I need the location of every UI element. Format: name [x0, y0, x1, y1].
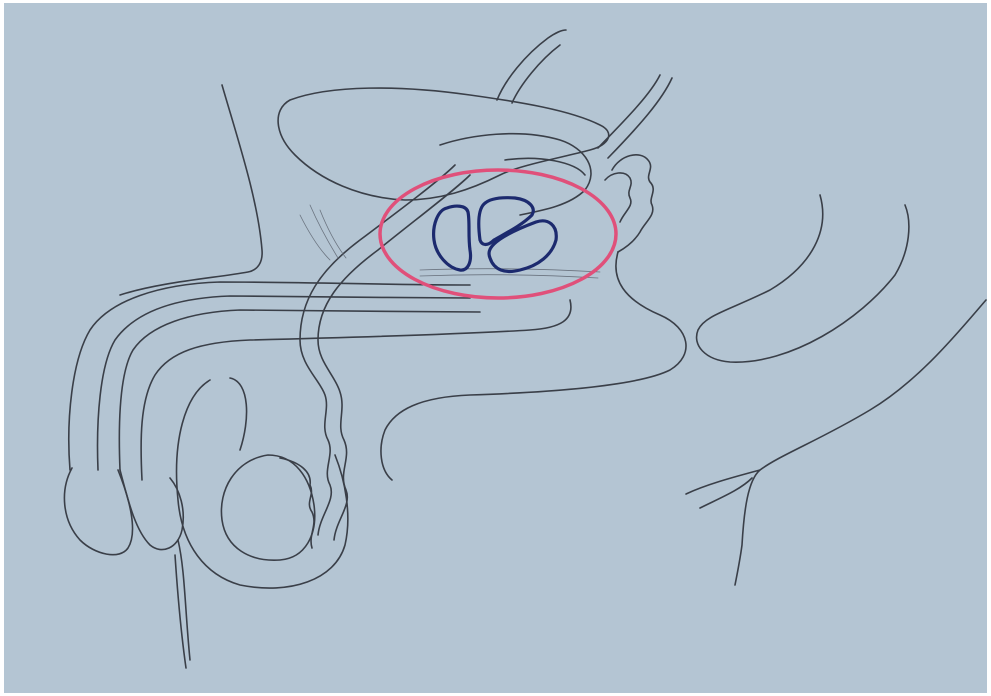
- paper-background: [4, 3, 987, 693]
